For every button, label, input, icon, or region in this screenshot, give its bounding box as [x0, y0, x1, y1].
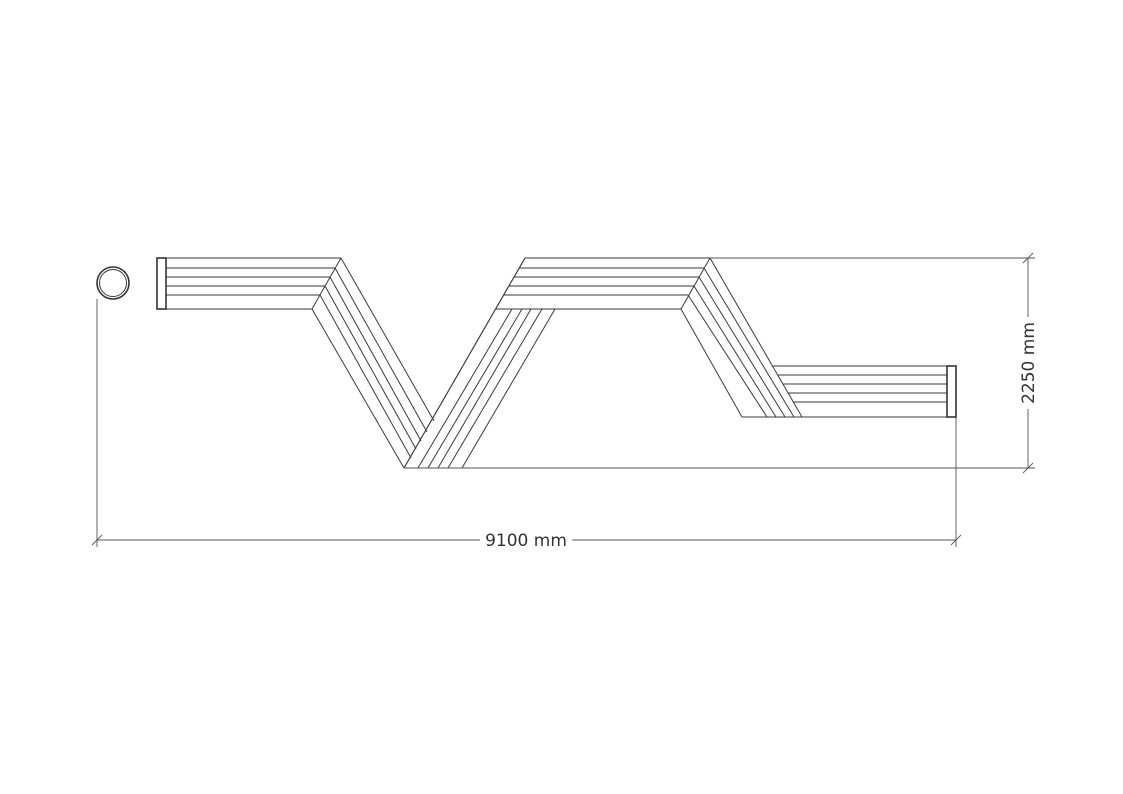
width-dimension-label: 9100 mm	[485, 531, 567, 551]
bench-segment-1	[156, 257, 341, 310]
bench-segment-6	[742, 365, 957, 418]
height-dimension-label: 2250 mm	[1019, 322, 1039, 404]
bench-segment-5	[680, 257, 803, 418]
extension-lines	[96, 257, 1035, 547]
bench-segment-3	[403, 257, 556, 469]
origin-circle-icon	[96, 266, 130, 300]
bench-segment-4	[496, 257, 710, 310]
height-dimension: 2250 mm	[1019, 252, 1039, 474]
width-dimension: 9100 mm	[91, 531, 962, 551]
bench-segment-2	[311, 257, 435, 469]
